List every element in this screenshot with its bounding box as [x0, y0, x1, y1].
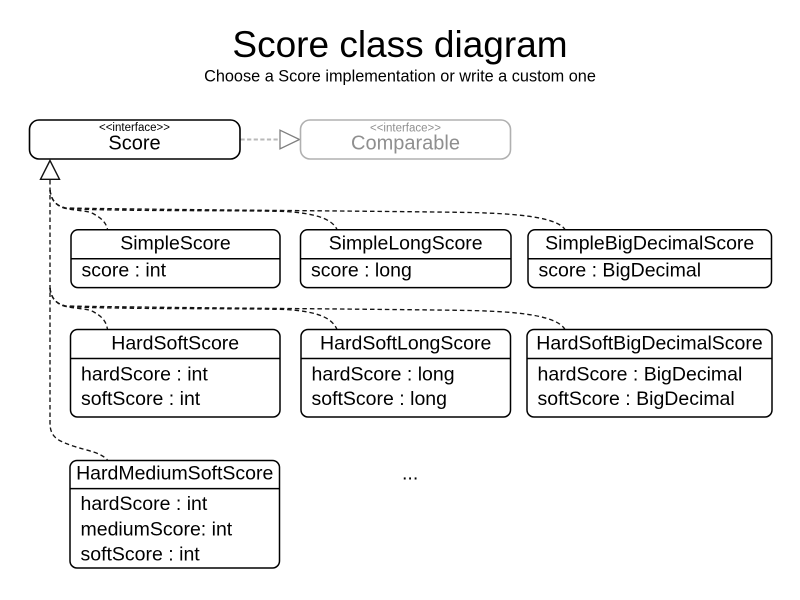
svg-text:Comparable: Comparable — [351, 133, 460, 155]
svg-text:<<interface>>: <<interface>> — [370, 123, 441, 135]
svg-text:hardScore : int: hardScore : int — [81, 493, 208, 515]
svg-text:softScore : int: softScore : int — [81, 544, 201, 566]
svg-text:HardMediumSoftScore: HardMediumSoftScore — [76, 463, 273, 485]
svg-text:softScore : long: softScore : long — [312, 388, 448, 410]
svg-text:hardScore : long: hardScore : long — [312, 364, 455, 386]
svg-text:HardSoftLongScore: HardSoftLongScore — [320, 333, 491, 355]
svg-text:...: ... — [402, 463, 418, 485]
svg-text:hardScore : int: hardScore : int — [81, 364, 208, 386]
svg-text:HardSoftBigDecimalScore: HardSoftBigDecimalScore — [536, 333, 763, 355]
svg-text:softScore : int: softScore : int — [81, 388, 201, 410]
svg-text:SimpleLongScore: SimpleLongScore — [329, 232, 483, 254]
svg-text:HardSoftScore: HardSoftScore — [111, 333, 239, 355]
svg-text:mediumScore: int: mediumScore: int — [81, 519, 233, 541]
svg-text:hardScore : BigDecimal: hardScore : BigDecimal — [538, 364, 743, 386]
svg-text:score : int: score : int — [82, 260, 167, 282]
svg-text:score : long: score : long — [311, 260, 412, 282]
svg-text:softScore : BigDecimal: softScore : BigDecimal — [538, 388, 735, 410]
svg-text:SimpleScore: SimpleScore — [120, 232, 231, 254]
svg-text:SimpleBigDecimalScore: SimpleBigDecimalScore — [545, 232, 754, 254]
svg-text:<<interface>>: <<interface>> — [99, 122, 170, 134]
svg-text:Score: Score — [108, 132, 160, 154]
svg-text:score : BigDecimal: score : BigDecimal — [539, 260, 702, 282]
svg-text:Score class diagram: Score class diagram — [232, 24, 567, 65]
svg-text:Choose a Score implementation: Choose a Score implementation or write a… — [204, 68, 596, 86]
